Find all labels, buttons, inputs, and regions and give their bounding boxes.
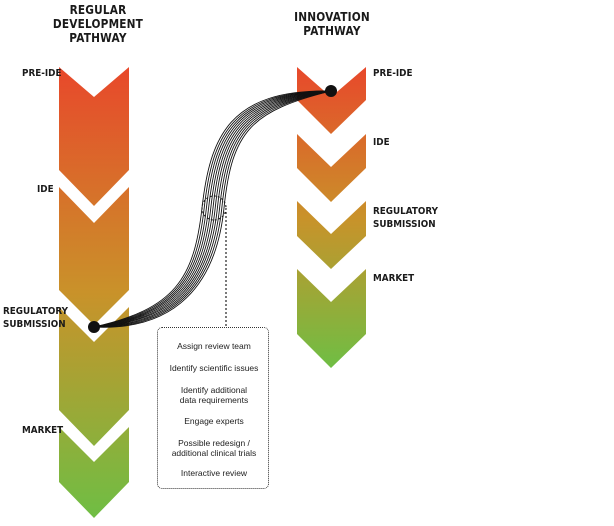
innovation-stage-label-regulatory-submission: REGULATORY SUBMISSION — [373, 205, 438, 231]
review-step-line: additional clinical trials — [171, 448, 257, 458]
connector-line — [93, 90, 332, 328]
regular-chevron-pre-ide — [59, 67, 129, 206]
innovation-chevron-ide — [297, 134, 366, 202]
regular-connector-dot — [88, 321, 100, 333]
regular-title-line: REGULAR — [69, 3, 127, 17]
stage-label-line: IDE — [373, 137, 390, 148]
review-step-line: Possible redesign / — [178, 438, 250, 448]
innovation-stage-label-ide: IDE — [373, 136, 390, 149]
review-step: Identify additional data requirements — [158, 385, 270, 405]
regular-chevron-ide — [59, 187, 129, 325]
innovation-connector-dot — [325, 85, 337, 97]
stage-label-line: MARKET — [373, 273, 415, 284]
review-steps-callout: Assign review team Identify scientific i… — [157, 327, 269, 489]
review-step-line: data requirements — [179, 395, 249, 405]
stage-label-line: SUBMISSION — [373, 219, 436, 230]
review-step-line: Identify scientific issues — [169, 363, 259, 373]
review-step-line: Identify additional — [180, 385, 248, 395]
regular-pathway-title: REGULAR DEVELOPMENT PATHWAY — [45, 3, 151, 45]
review-step-line: Engage experts — [184, 416, 244, 426]
stage-label-line: PRE-IDE — [373, 68, 413, 79]
pathway-connector-bundle — [93, 90, 332, 328]
connector-line — [93, 90, 332, 328]
review-step: Engage experts — [158, 416, 270, 426]
connector-line — [93, 90, 332, 328]
stage-label-line: REGULATORY — [373, 206, 439, 217]
stage-label-line: PRE-IDE — [22, 68, 62, 79]
connector-line — [93, 90, 332, 328]
connector-line — [93, 90, 332, 328]
regular-title-line: PATHWAY — [69, 31, 127, 45]
review-step: Possible redesign / additional clinical … — [158, 438, 270, 458]
innovation-pathway-title: INNOVATION PATHWAY — [279, 10, 385, 38]
connector-line — [93, 90, 332, 328]
innovation-title-line: INNOVATION — [294, 10, 370, 24]
innovation-chevron-market — [297, 269, 366, 368]
regular-pathway-column — [59, 67, 129, 518]
connector-line — [93, 90, 332, 328]
review-step-line: Assign review team — [177, 341, 251, 351]
stage-label-line: SUBMISSION — [3, 319, 66, 330]
innovation-title-line: PATHWAY — [303, 24, 361, 38]
regular-chevron-market — [59, 427, 129, 518]
regular-title-line: DEVELOPMENT — [52, 17, 144, 31]
stage-label-line: MARKET — [22, 425, 64, 436]
stage-label-line: IDE — [37, 184, 54, 195]
connector-line — [93, 90, 332, 328]
innovation-stage-label-pre-ide: PRE-IDE — [373, 67, 412, 80]
regular-stage-label-pre-ide: PRE-IDE — [22, 67, 61, 80]
regular-stage-label-ide: IDE — [37, 183, 54, 196]
stage-label-line: REGULATORY — [3, 306, 69, 317]
review-step: Interactive review — [158, 468, 270, 478]
review-step: Identify scientific issues — [158, 363, 270, 373]
innovation-stage-label-market: MARKET — [373, 272, 414, 285]
innovation-pathway-column — [297, 67, 366, 368]
regular-chevron-regulatory-submission — [59, 307, 129, 446]
review-step: Assign review team — [158, 341, 270, 351]
innovation-chevron-pre-ide — [297, 67, 366, 134]
connector-line — [93, 90, 332, 328]
zoom-circle — [201, 195, 227, 221]
innovation-chevron-regulatory-submission — [297, 201, 366, 269]
review-step-line: Interactive review — [180, 468, 248, 478]
connector-line — [93, 90, 332, 328]
regular-stage-label-regulatory-submission: REGULATORY SUBMISSION — [3, 305, 68, 331]
regular-stage-label-market: MARKET — [22, 424, 63, 437]
